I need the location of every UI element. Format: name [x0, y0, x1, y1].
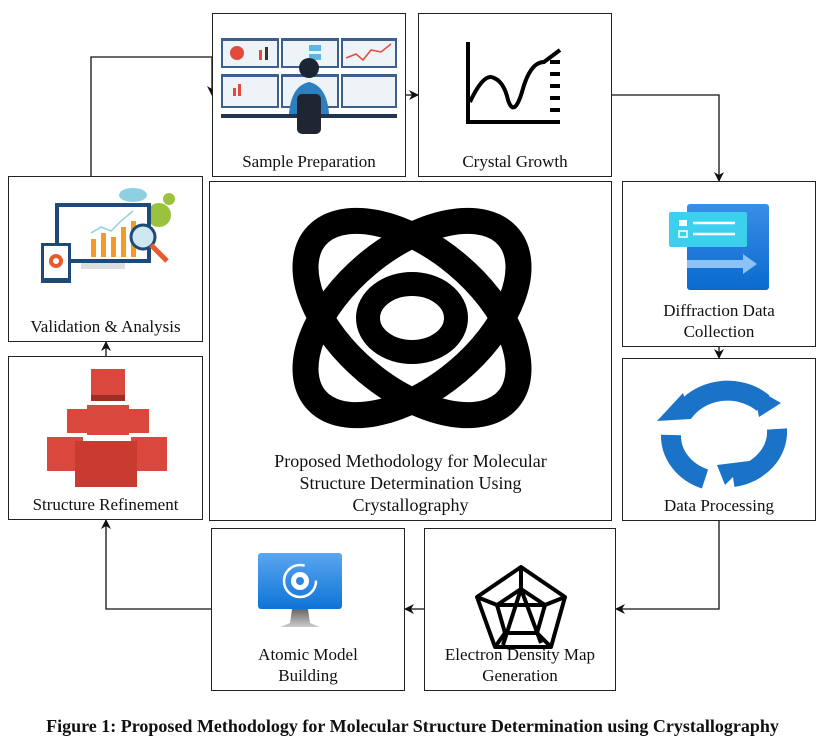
step-label: Electron Density Map Generation — [425, 644, 615, 686]
step-label: Validation & Analysis — [30, 317, 181, 336]
line-graph-icon — [466, 42, 562, 124]
cycle-arrows-icon — [657, 380, 787, 489]
step-label-line: Electron Density Map — [444, 645, 596, 664]
step-data-processing[interactable]: Data Processing — [622, 358, 816, 521]
radar-pentagon-icon — [475, 565, 567, 649]
step-label-line: Atomic Model — [258, 645, 358, 664]
step-label-line: Generation — [482, 666, 558, 685]
data-export-icon — [669, 204, 769, 290]
center-title: Proposed Methodology for Molecular Struc… — [210, 450, 611, 516]
step-label: Structure Refinement — [32, 495, 179, 514]
monitor-gear-icon — [258, 553, 342, 627]
monitors-analyst-icon — [221, 38, 397, 134]
step-label-line: Collection — [683, 322, 755, 341]
step-label: Data Processing — [663, 496, 774, 515]
stacked-cubes-icon — [47, 369, 167, 487]
step-label: Crystal Growth — [462, 152, 568, 171]
arrow-model-to-refinement — [101, 519, 211, 610]
center-title-line: Structure Determination Using — [299, 473, 522, 493]
center-title-line: Proposed Methodology for Molecular — [274, 451, 547, 471]
arrow-processing-to-density — [615, 521, 720, 614]
step-sample-preparation[interactable]: Sample Preparation — [212, 13, 406, 177]
step-label: Sample Preparation — [242, 152, 376, 171]
center-methodology-panel: Proposed Methodology for Molecular Struc… — [209, 181, 612, 521]
step-crystal-growth[interactable]: Crystal Growth — [418, 13, 612, 177]
arrow-crystal-to-diffraction — [612, 94, 724, 182]
step-structure-refinement[interactable]: Structure Refinement — [8, 356, 203, 520]
figure-caption: Figure 1: Proposed Methodology for Molec… — [46, 716, 779, 736]
step-diffraction-data-collection[interactable]: Diffraction Data Collection — [622, 181, 816, 347]
analytics-dashboard-icon — [41, 188, 175, 283]
step-electron-density-map-generation[interactable]: Electron Density Map Generation — [424, 528, 616, 691]
step-label-line: Building — [278, 666, 338, 685]
step-label-line: Diffraction Data — [663, 301, 775, 320]
center-title-line: Crystallography — [352, 495, 469, 515]
atom-icon — [292, 207, 532, 429]
step-label: Atomic Model Building — [212, 644, 404, 686]
arrow-validation-to-sample — [90, 56, 217, 176]
step-label: Diffraction Data Collection — [623, 300, 815, 342]
step-atomic-model-building[interactable]: Atomic Model Building — [211, 528, 405, 691]
step-validation-analysis[interactable]: Validation & Analysis — [8, 176, 203, 342]
